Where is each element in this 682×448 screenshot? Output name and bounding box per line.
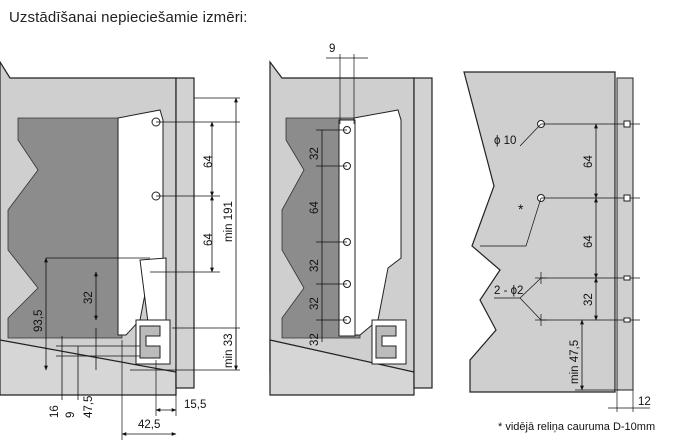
f3-leader-2phi2 [494, 277, 542, 321]
f3-47-label: min 47,5 [569, 340, 581, 384]
footnote: * vidējā reliņa cauruma D-10mm [498, 421, 656, 433]
d1-64a-label: 64 [203, 155, 215, 168]
f3-strip-mark-2 [623, 194, 631, 202]
d1-15-label: 15,5 [184, 399, 206, 411]
f3-strip-mark-4 [623, 317, 631, 323]
f3-32-label: 32 [583, 293, 595, 306]
f3-2phi2-label: 2 - ϕ2 [494, 285, 523, 297]
d1-16-label: 16 [49, 405, 61, 418]
f3-leader-star [480, 197, 542, 247]
f3-strip-mark-3 [623, 275, 631, 281]
f2-s3-label: 32 [309, 259, 321, 272]
f2-hole-strip [338, 119, 356, 337]
f3-strip-mark-1 [623, 120, 631, 128]
d1-64b-label: 64 [203, 233, 215, 246]
f2-bottom-panel [269, 339, 415, 396]
d1-42-label: 42,5 [138, 419, 160, 431]
figure-2-hole-spacing: 9 32 64 32 32 32 [269, 43, 433, 396]
f3-12-label: 12 [638, 396, 651, 408]
f3-64a-label: 64 [583, 155, 595, 168]
d1-min33-label: min 33 [223, 333, 235, 368]
drawer-side [7, 117, 123, 339]
f2-wall [413, 77, 433, 389]
f3-phi10-label: ϕ 10 [494, 135, 516, 147]
f2-rail-profile [375, 325, 397, 359]
f3-panel [463, 71, 616, 393]
d1-47-label: 47,5 [83, 396, 95, 418]
rail-profile-inner [139, 325, 161, 359]
f3-star-label: * [518, 201, 524, 217]
d1-9-label: 9 [65, 412, 77, 418]
f2-s4-label: 32 [309, 297, 321, 310]
page-title: Uzstādīšanai nepieciešamie izmēri: [9, 9, 248, 26]
cabinet-wall [175, 77, 195, 389]
d1-min191-label: min 191 [223, 201, 235, 242]
d1-93-label: 93,5 [33, 310, 45, 332]
f2-s2-label: 64 [309, 201, 321, 214]
f3-leader-phi10 [519, 123, 542, 147]
f3-side-strip [616, 77, 634, 391]
f2-9-label: 9 [329, 43, 335, 55]
d1-32-label: 32 [83, 291, 95, 304]
f2-s5-label: 32 [309, 333, 321, 346]
figure-3-front-panel: 64 64 32 min 47,5 ϕ 10 * 2 - ϕ2 12 [463, 71, 651, 412]
f2-s1-label: 32 [309, 147, 321, 160]
figure-1-side-view: 64 64 min 191 min 33 93,5 32 16 9 47,5 1… [0, 60, 240, 440]
f2-front-plate [353, 109, 402, 336]
f3-64b-label: 64 [583, 235, 595, 248]
